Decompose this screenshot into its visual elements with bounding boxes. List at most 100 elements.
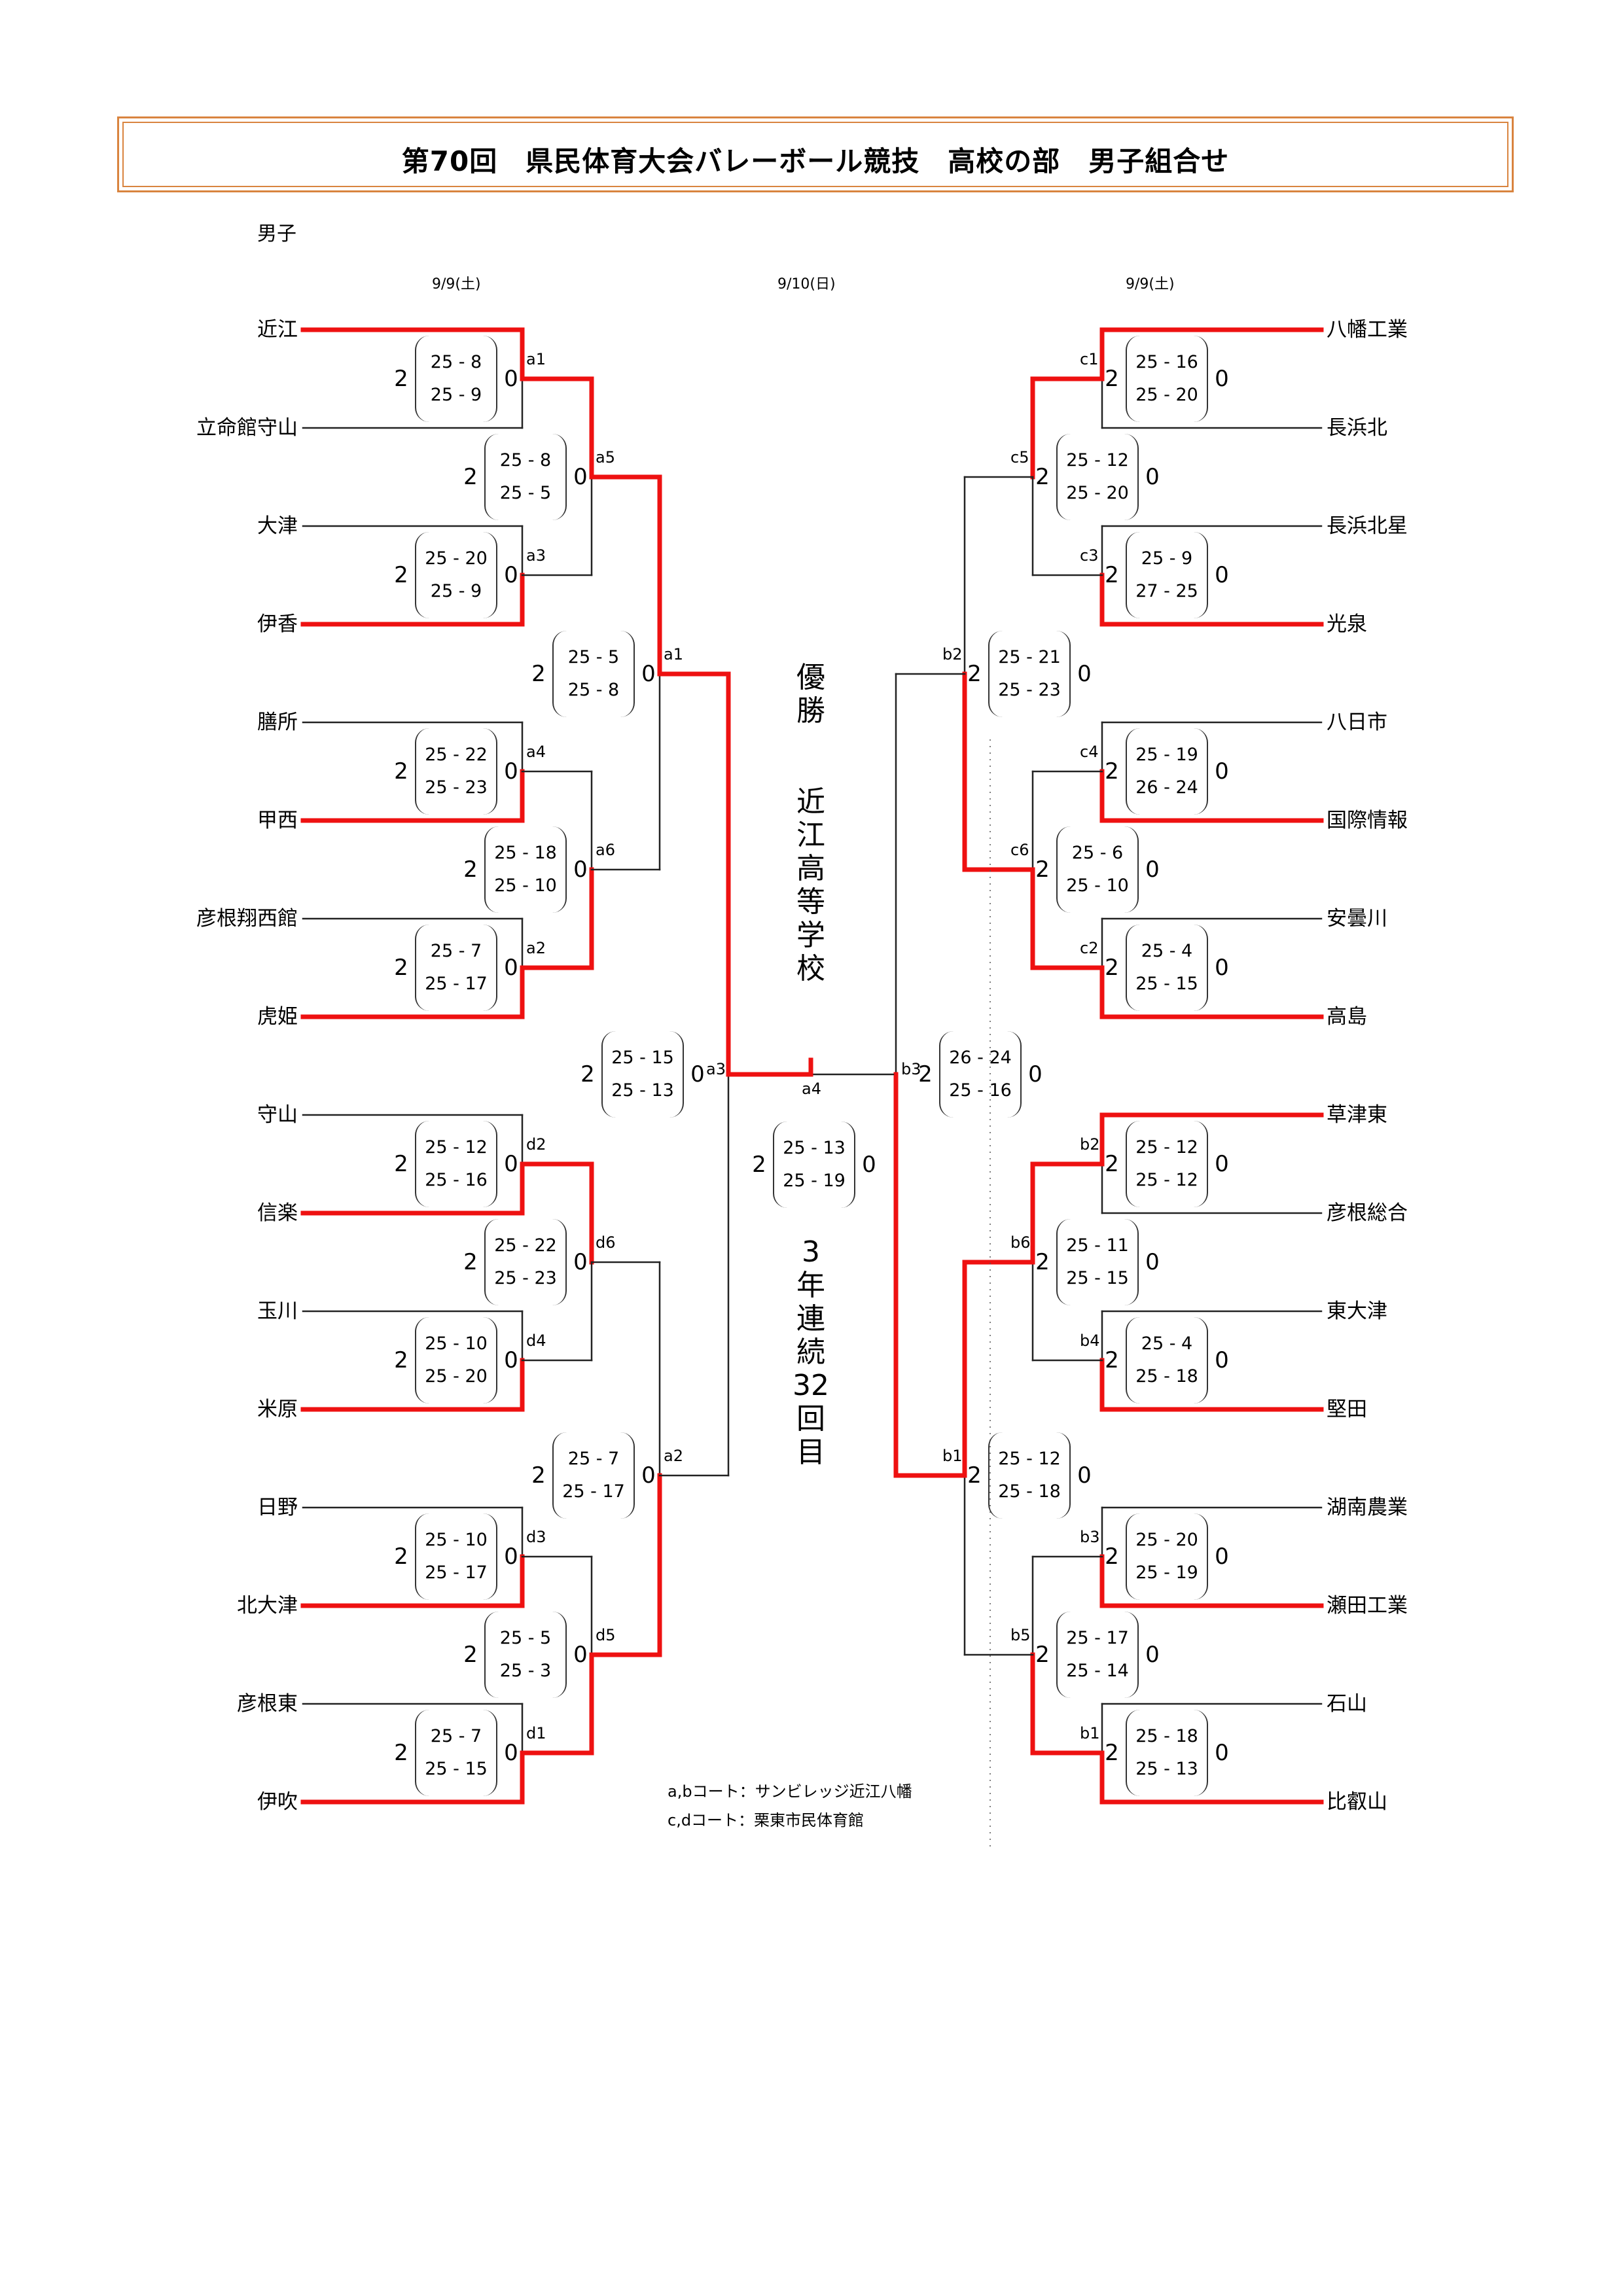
match-code: b1	[1080, 1724, 1100, 1742]
set-score: 25 - 14	[1066, 1661, 1129, 1681]
team-name: 大津	[257, 514, 298, 538]
sets-lost: 0	[1215, 1151, 1229, 1177]
match-code: b5	[1010, 1626, 1031, 1644]
set-score: 25 - 10	[1066, 875, 1129, 896]
sets-lost: 0	[1145, 1249, 1160, 1275]
team-name: 信楽	[257, 1201, 298, 1225]
vertical-char: 年	[796, 1269, 825, 1303]
match-code: a1	[664, 645, 683, 663]
set-score: 25 - 12	[1135, 1170, 1198, 1190]
set-score: 25 - 5	[499, 1628, 552, 1648]
match-code: d1	[526, 1724, 546, 1742]
match-code: a3	[526, 546, 546, 565]
sets-won: 2	[394, 1347, 408, 1373]
match-code: a2	[526, 939, 546, 957]
champion-name: 近江高等学校	[791, 785, 830, 985]
sets-won: 2	[463, 464, 478, 490]
sets-won: 2	[1035, 857, 1050, 883]
set-score: 25 - 5	[567, 647, 620, 667]
match-code: c5	[1010, 448, 1029, 467]
team-name: 立命館守山	[196, 416, 298, 440]
team-name: 草津東	[1327, 1103, 1387, 1127]
sets-won: 2	[531, 1462, 546, 1489]
set-score: 25 - 18	[1135, 1366, 1198, 1386]
match-code: d4	[526, 1332, 546, 1350]
set-score: 25 - 3	[499, 1661, 552, 1681]
match-code: a6	[596, 841, 615, 859]
set-score: 25 - 17	[562, 1481, 625, 1502]
set-score: 25 - 5	[499, 483, 552, 503]
sets-lost: 0	[573, 1642, 588, 1668]
set-score: 25 - 20	[425, 1366, 488, 1386]
sets-lost: 0	[573, 857, 588, 883]
sets-lost: 0	[641, 661, 656, 687]
sets-won: 2	[1035, 1642, 1050, 1668]
set-score: 25 - 19	[783, 1171, 846, 1191]
match-code: c3	[1080, 546, 1099, 565]
set-score: 25 - 22	[425, 745, 488, 765]
sets-won: 2	[463, 857, 478, 883]
set-score: 25 - 16	[1135, 352, 1198, 372]
match-code: d5	[596, 1626, 616, 1644]
set-score: 25 - 12	[425, 1137, 488, 1157]
match-code: b6	[1010, 1233, 1031, 1252]
sets-lost: 0	[1145, 857, 1160, 883]
sets-lost: 0	[1215, 1347, 1229, 1373]
set-score: 25 - 13	[611, 1080, 674, 1101]
match-code: a4	[802, 1080, 821, 1098]
set-score: 25 - 9	[1141, 548, 1193, 569]
set-score: 25 - 16	[425, 1170, 488, 1190]
team-name: 彦根翔西館	[196, 907, 298, 930]
set-score: 25 - 9	[430, 581, 482, 601]
team-name: 八幡工業	[1327, 318, 1408, 342]
sets-lost: 0	[1215, 955, 1229, 981]
team-name: 石山	[1327, 1692, 1367, 1716]
team-name: 彦根東	[237, 1692, 298, 1716]
set-scores: 25 - 5 25 - 3	[484, 1612, 567, 1698]
match-code: b3	[901, 1060, 921, 1078]
vertical-char: 32	[793, 1369, 829, 1403]
sets-lost: 0	[641, 1462, 656, 1489]
champion-label: 優勝	[791, 661, 830, 728]
set-score: 25 - 10	[425, 1530, 488, 1550]
match-code: a2	[664, 1447, 683, 1465]
sets-lost: 0	[504, 366, 518, 392]
date-center: 9/10(日)	[777, 276, 836, 292]
vertical-char: 連	[796, 1302, 825, 1336]
sets-won: 2	[580, 1061, 595, 1087]
set-score: 25 - 15	[1135, 974, 1198, 994]
team-name: 長浜北	[1327, 416, 1387, 440]
match-code: d6	[596, 1233, 616, 1252]
team-name: 比叡山	[1327, 1790, 1387, 1814]
sets-lost: 0	[504, 758, 518, 785]
set-score: 25 - 7	[430, 1726, 482, 1746]
set-score: 25 - 6	[1071, 843, 1124, 863]
sets-lost: 0	[504, 1151, 518, 1177]
sets-won: 2	[394, 1151, 408, 1177]
vertical-char: 等	[796, 885, 825, 919]
vertical-char: 続	[796, 1335, 825, 1369]
vertical-char: 目	[796, 1436, 825, 1470]
